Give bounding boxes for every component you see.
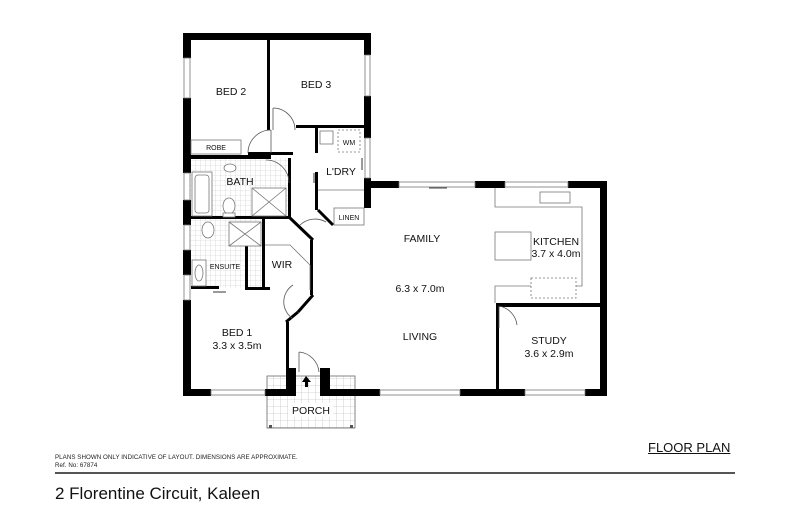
reference-number: Ref. No: 67874 bbox=[55, 462, 98, 469]
floor-plan-title: FLOOR PLAN bbox=[648, 440, 731, 455]
exterior-walls bbox=[183, 33, 607, 396]
door-swings bbox=[247, 107, 518, 373]
room-label-bed2: BED 2 bbox=[216, 86, 247, 98]
room-label-linen: LINEN bbox=[339, 215, 360, 222]
room-label-robe: ROBE bbox=[206, 145, 226, 152]
interior-walls bbox=[191, 38, 603, 394]
room-label-bath: BATH bbox=[226, 176, 253, 188]
room-label-laundry: L'DRY bbox=[326, 166, 356, 178]
room-label-ensuite: ENSUITE bbox=[210, 264, 241, 271]
room-label-bed3: BED 3 bbox=[301, 79, 332, 91]
porch-tiles bbox=[266, 375, 356, 429]
divider-rule bbox=[55, 472, 735, 474]
disclaimer-block: PLANS SHOWN ONLY INDICATIVE OF LAYOUT. D… bbox=[55, 454, 298, 470]
room-label-wm: WM bbox=[343, 140, 356, 147]
room-label-study: STUDY bbox=[531, 335, 567, 347]
room-label-living: LIVING bbox=[403, 331, 437, 343]
entry-arrow-icon bbox=[302, 376, 311, 387]
room-label-kitchen: KITCHEN bbox=[533, 236, 579, 248]
room-label-porch: PORCH bbox=[292, 405, 330, 417]
angled-walls bbox=[285, 208, 335, 324]
disclaimer-text: PLANS SHOWN ONLY INDICATIVE OF LAYOUT. D… bbox=[55, 454, 298, 461]
room-size-study: 3.6 x 2.9m bbox=[524, 348, 573, 360]
room-size-kitchen: 3.7 x 4.0m bbox=[531, 248, 580, 260]
windows bbox=[183, 54, 586, 396]
room-size-family: 6.3 x 7.0m bbox=[395, 283, 444, 295]
room-label-bed1: BED 1 bbox=[222, 327, 253, 339]
porch-label-bg bbox=[288, 403, 333, 417]
room-size-bed1: 3.3 x 3.5m bbox=[212, 340, 261, 352]
property-address: 2 Florentine Circuit, Kaleen bbox=[55, 484, 261, 503]
room-label-family: FAMILY bbox=[404, 233, 441, 245]
porch-posts bbox=[269, 425, 353, 428]
room-label-wir: WIR bbox=[272, 259, 293, 271]
sliding-door-arrows bbox=[213, 158, 447, 293]
fixtures bbox=[190, 129, 583, 303]
